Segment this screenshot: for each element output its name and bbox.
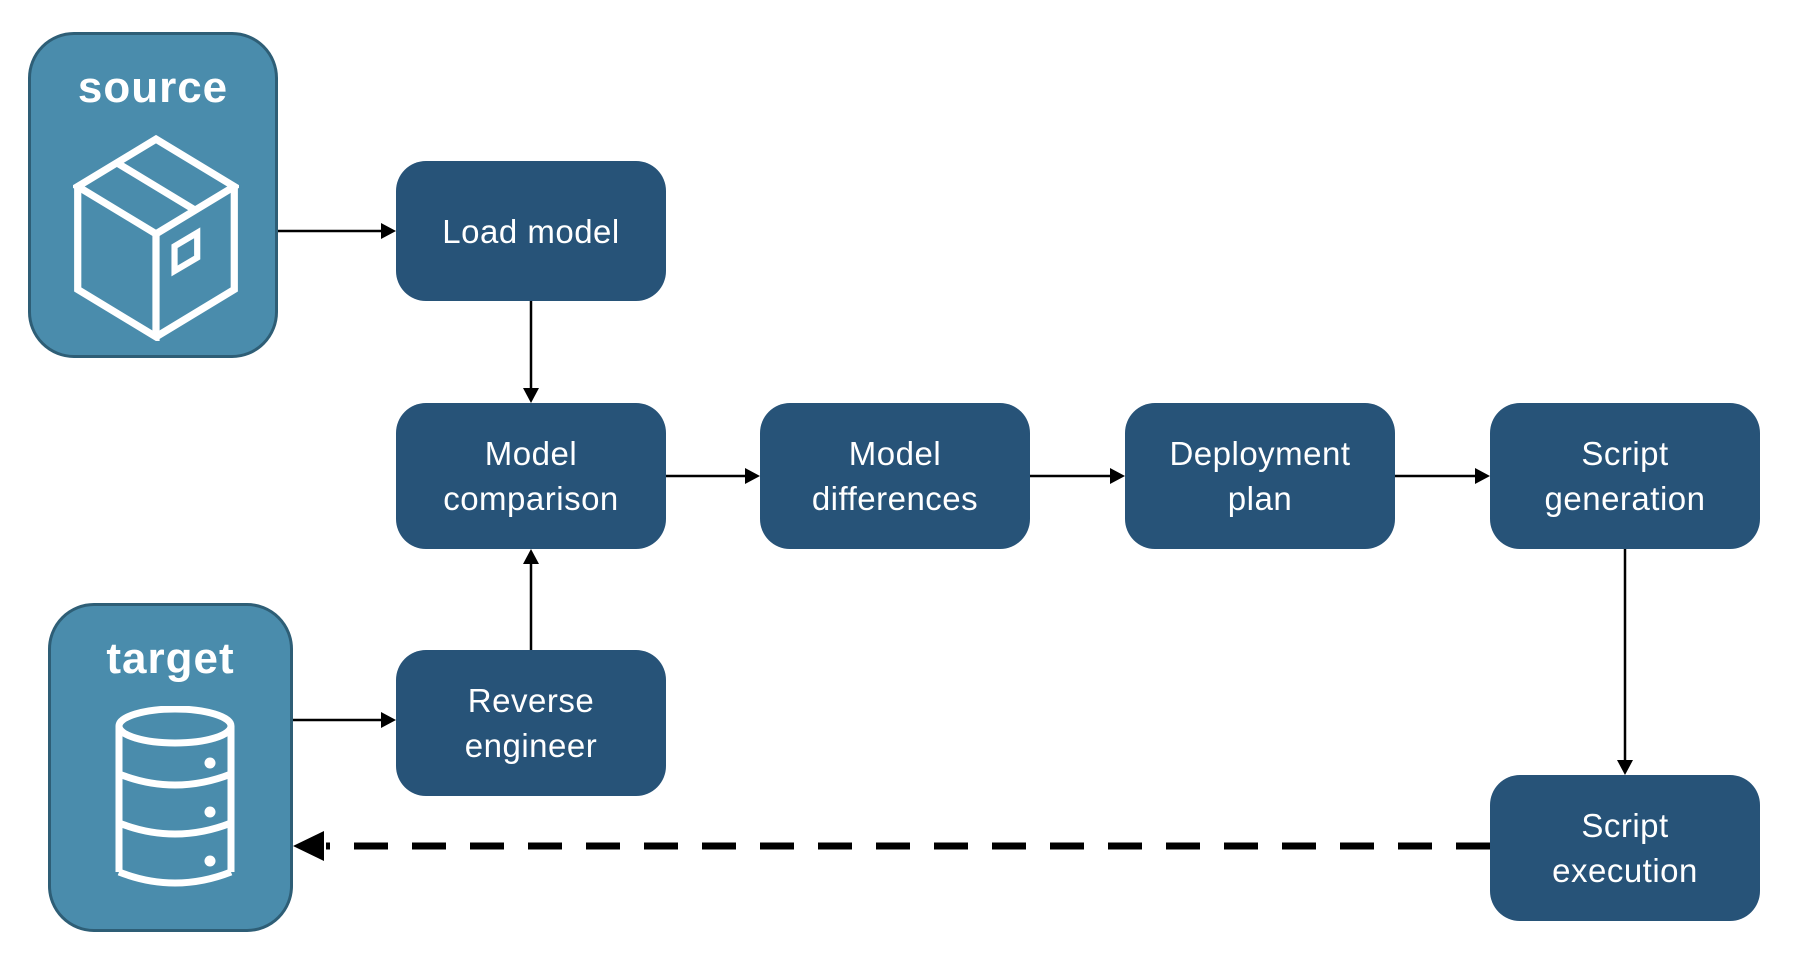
node-script-generation-label: Script generation: [1544, 435, 1706, 517]
edge-script-generation-to-script-execution: [1617, 549, 1633, 775]
node-script-generation: Script generation: [1490, 403, 1760, 549]
source-label: source: [77, 63, 229, 112]
edge-load-model-to-model-comparison: [523, 301, 539, 403]
node-script-execution: Script execution: [1490, 775, 1760, 921]
node-load-model-label: Load model: [442, 212, 620, 250]
node-deployment-plan-label: Deployment plan: [1169, 435, 1351, 517]
node-reverse-engineer: Reverse engineer: [396, 650, 666, 796]
node-script-execution-label: Script execution: [1552, 807, 1698, 889]
node-target-container: target: [48, 603, 293, 932]
edge-model-differences-to-deployment-plan: [1030, 468, 1125, 484]
edge-model-comparison-to-model-differences: [666, 468, 760, 484]
node-load-model: Load model: [396, 161, 666, 301]
edge-script-execution-to-target-dashed: [293, 831, 1490, 861]
node-model-differences: Model differences: [760, 403, 1030, 549]
edge-source-to-load-model: [278, 223, 396, 239]
node-model-comparison: Model comparison: [396, 403, 666, 549]
package-icon: [73, 135, 239, 341]
database-icon: [115, 706, 235, 887]
node-model-comparison-label: Model comparison: [443, 435, 619, 517]
edge-deployment-plan-to-script-generation: [1395, 468, 1490, 484]
edge-reverse-engineer-to-model-comparison: [523, 549, 539, 650]
target-label: target: [106, 634, 235, 683]
node-deployment-plan: Deployment plan: [1125, 403, 1395, 549]
node-model-differences-label: Model differences: [811, 435, 979, 517]
node-reverse-engineer-label: Reverse engineer: [464, 682, 598, 764]
edge-target-to-reverse-engineer: [293, 712, 396, 728]
node-source-container: source: [28, 32, 278, 358]
